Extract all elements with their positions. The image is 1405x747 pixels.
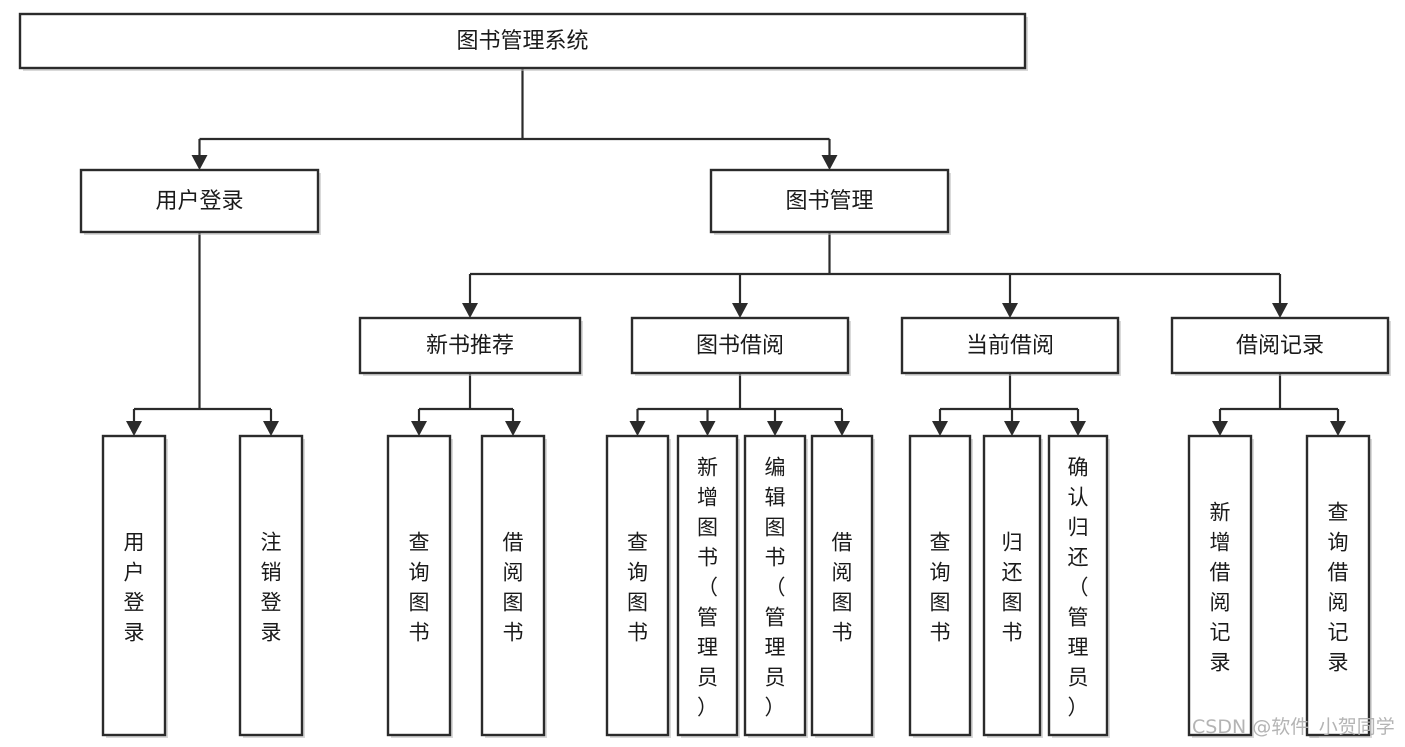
node-label-leaf-borrow-book-2: 借阅图书: [832, 531, 853, 645]
connector-arrow: [732, 274, 748, 318]
connector-arrow: [126, 409, 142, 436]
connector-arrow: [767, 409, 783, 436]
connector-arrow: [1272, 274, 1288, 318]
node-label-leaf-add-borrow-record: 新增借阅记录: [1210, 501, 1231, 675]
node-leaf-user-login: 用户登录: [101, 434, 168, 738]
connector-arrow: [191, 139, 208, 170]
node-label-book-manage: 图书管理: [785, 189, 873, 214]
box-outline: [79, 168, 320, 234]
node-leaf-add-book-admin: 新增图书（管理员）: [676, 434, 740, 738]
node-label-book-borrow: 图书借阅: [696, 334, 784, 359]
box-outline: [908, 434, 972, 737]
node-book-borrow: 图书借阅: [630, 316, 851, 376]
connector-arrow: [1004, 409, 1020, 436]
box-outline: [238, 434, 304, 737]
box-outline: [1187, 434, 1253, 737]
connector-arrow: [699, 409, 716, 436]
node-root-root: 图书管理系统: [18, 12, 1028, 71]
node-label-new-book-recommend: 新书推荐: [426, 334, 514, 359]
node-label-leaf-edit-book-admin: 编辑图书（管理员）: [765, 456, 786, 720]
connector-arrow: [411, 409, 427, 436]
node-label-leaf-query-book-3: 查询图书: [930, 531, 951, 645]
node-current-borrow: 当前借阅: [900, 316, 1121, 376]
node-leaf-query-book-3: 查询图书: [908, 434, 973, 738]
node-leaf-query-book-1: 查询图书: [386, 434, 453, 738]
node-leaf-confirm-return-admin: 确认归还（管理员）: [1047, 434, 1110, 738]
node-leaf-borrow-book-1: 借阅图书: [480, 434, 547, 738]
node-label-leaf-borrow-book-1: 借阅图书: [503, 531, 524, 645]
connector-arrow: [629, 409, 646, 436]
node-label-leaf-add-book-admin: 新增图书（管理员）: [697, 456, 718, 720]
node-label-leaf-user-login: 用户登录: [124, 531, 145, 645]
node-borrow-record: 借阅记录: [1170, 316, 1391, 376]
connector-arrow: [821, 139, 838, 170]
node-new-book-recommend: 新书推荐: [358, 316, 583, 376]
csdn-watermark: CSDN @软件_小贺同学: [1192, 716, 1395, 738]
node-label-leaf-user-logout: 注销登录: [261, 531, 282, 645]
box-outline: [358, 316, 582, 375]
node-label-borrow-record: 借阅记录: [1236, 334, 1324, 359]
node-leaf-edit-book-admin: 编辑图书（管理员）: [743, 434, 808, 738]
box-outline: [982, 434, 1042, 737]
box-outline: [676, 434, 739, 737]
box-outline: [101, 434, 167, 737]
node-label-current-borrow: 当前借阅: [966, 334, 1054, 359]
box-outline: [709, 168, 950, 234]
box-outline: [1170, 316, 1390, 375]
connector-arrow: [505, 409, 521, 436]
node-leaf-add-borrow-record: 新增借阅记录: [1187, 434, 1254, 738]
connector-arrow: [932, 409, 948, 436]
connectors-layer: [126, 68, 1346, 436]
node-leaf-return-book: 归还图书: [982, 434, 1043, 738]
connector-arrow: [462, 274, 478, 318]
box-outline: [810, 434, 874, 737]
node-leaf-query-book-2: 查询图书: [605, 434, 671, 738]
box-outline: [900, 316, 1120, 375]
node-book-manage: 图书管理: [709, 168, 951, 235]
node-leaf-user-logout: 注销登录: [238, 434, 305, 738]
box-outline: [630, 316, 850, 375]
box-outline: [605, 434, 670, 737]
connector-arrow: [263, 409, 279, 436]
node-leaf-borrow-book-2: 借阅图书: [810, 434, 875, 738]
box-outline: [743, 434, 807, 737]
node-label-leaf-return-book: 归还图书: [1002, 531, 1023, 645]
node-label-leaf-confirm-return-admin: 确认归还（管理员）: [1068, 456, 1089, 720]
connector-arrow: [834, 409, 850, 436]
box-outline: [386, 434, 452, 737]
box-outline: [18, 12, 1027, 70]
connector-arrow: [1070, 409, 1086, 436]
connector-arrow: [1330, 409, 1346, 436]
node-label-leaf-query-book-2: 查询图书: [627, 531, 648, 645]
node-label-leaf-query-borrow-record: 查询借阅记录: [1328, 501, 1349, 675]
box-outline: [1305, 434, 1371, 737]
connector-arrow: [1212, 409, 1228, 436]
connector-arrow: [1002, 274, 1018, 318]
node-user-login: 用户登录: [79, 168, 321, 235]
node-label-root: 图书管理系统: [456, 29, 588, 54]
node-leaf-query-borrow-record: 查询借阅记录: [1305, 434, 1372, 738]
box-outline: [1047, 434, 1109, 737]
node-label-user-login: 用户登录: [155, 189, 243, 214]
node-label-leaf-query-book-1: 查询图书: [409, 531, 430, 645]
nodes-layer: 图书管理系统用户登录图书管理新书推荐图书借阅当前借阅借阅记录用户登录注销登录查询…: [18, 12, 1391, 738]
box-outline: [480, 434, 546, 737]
